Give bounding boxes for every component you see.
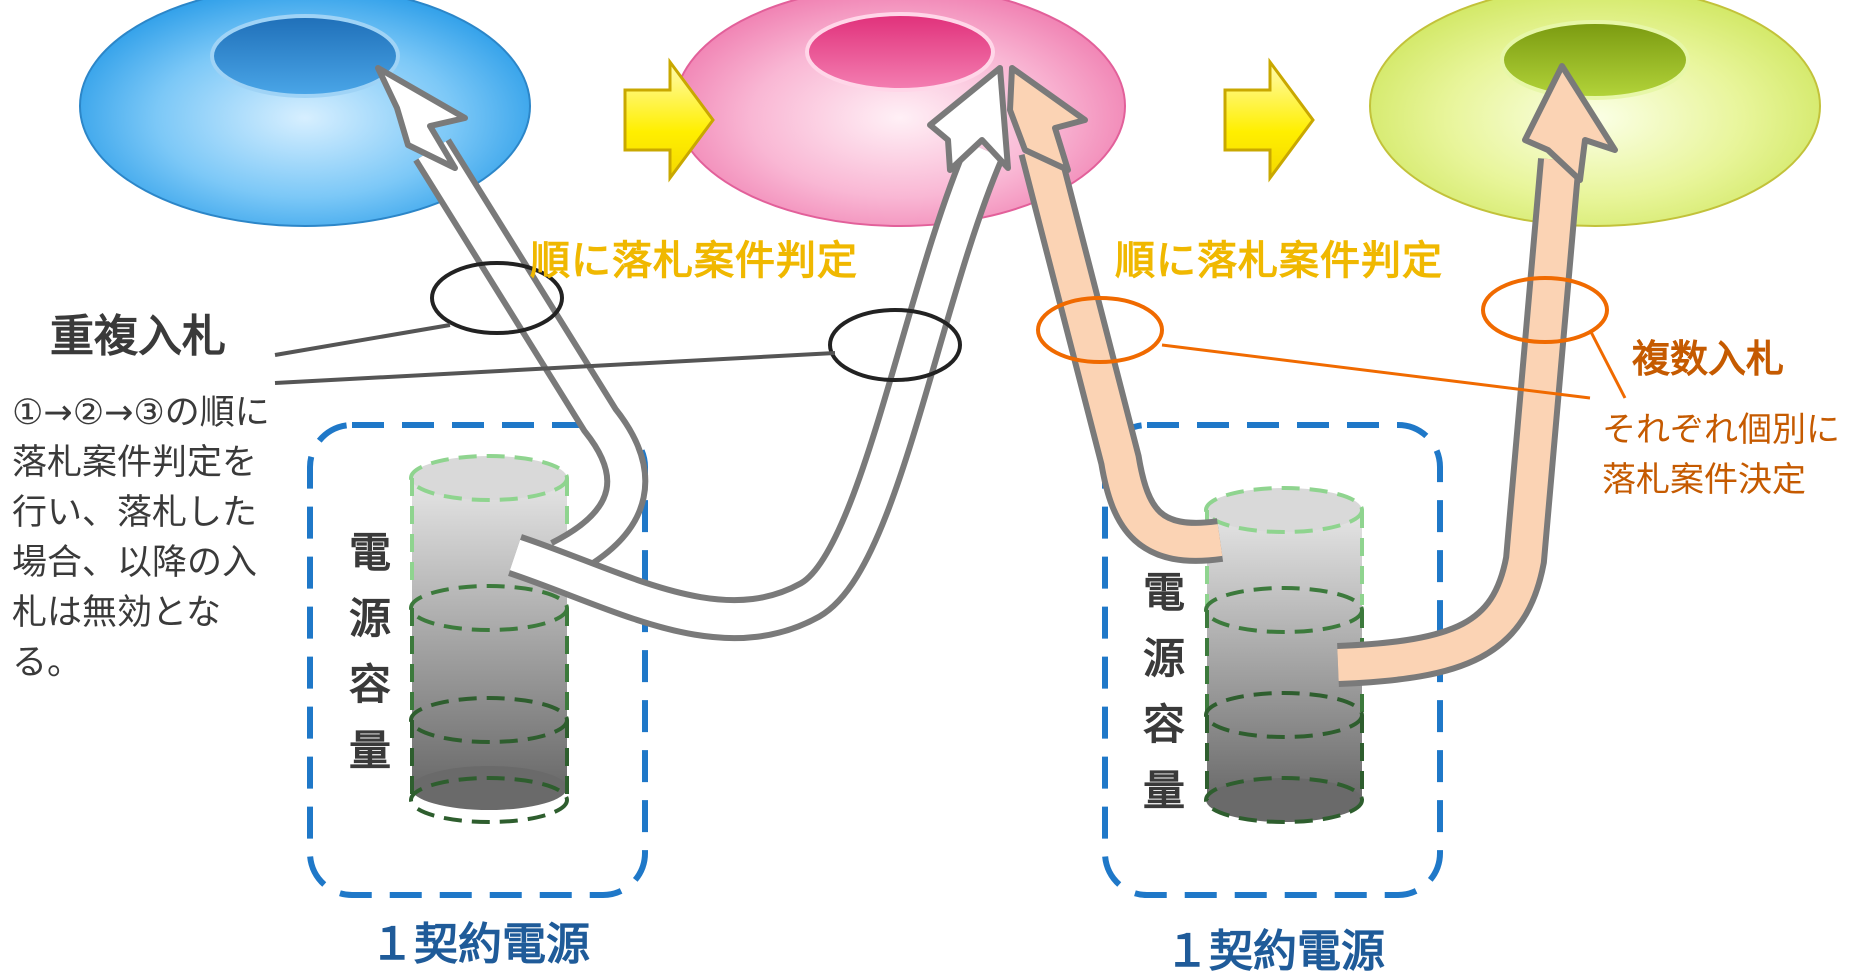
disk-2 <box>674 0 1126 227</box>
overlap-ring-1 <box>430 261 564 335</box>
left-capacity-label: 電源容量 <box>348 528 391 775</box>
left-note: ①→②→③の順に落札案件判定を行い、落札した場合、以降の入札は無効となる。 <box>12 393 270 683</box>
dashed-box-left <box>307 422 648 898</box>
bid-arrow-left-1 <box>375 65 649 580</box>
right-title: 複数入札 <box>1632 337 1785 381</box>
multi-ring-1 <box>1036 296 1164 364</box>
orange-leader-2 <box>1588 329 1627 399</box>
left-title: 重複入札 <box>50 311 226 362</box>
right-unit-label: １契約電源 <box>1165 926 1385 977</box>
step-arrow-1 <box>623 57 715 183</box>
capacity-cylinder-right <box>1204 486 1364 824</box>
left-unit-label: １契約電源 <box>370 919 590 970</box>
step-arrow-2 <box>1223 57 1315 183</box>
overlap-ring-2 <box>828 308 962 382</box>
leader-line-1 <box>274 323 451 357</box>
step-label-1: 順に落札案件判定 <box>530 238 858 284</box>
orange-leader-1 <box>1161 343 1591 400</box>
bid-arrow-right-1 <box>1007 65 1224 564</box>
right-capacity-label: 電源容量 <box>1142 568 1185 815</box>
bid-arrow-left-2 <box>508 65 1011 642</box>
bid-arrow-right-2 <box>1337 63 1618 687</box>
multi-ring-2 <box>1481 276 1609 344</box>
step-label-2: 順に落札案件判定 <box>1115 238 1443 284</box>
right-note: それぞれ個別に落札案件決定 <box>1602 410 1840 500</box>
disk-1 <box>79 0 531 227</box>
leader-line-2 <box>274 351 836 385</box>
capacity-cylinder-left <box>409 454 569 824</box>
